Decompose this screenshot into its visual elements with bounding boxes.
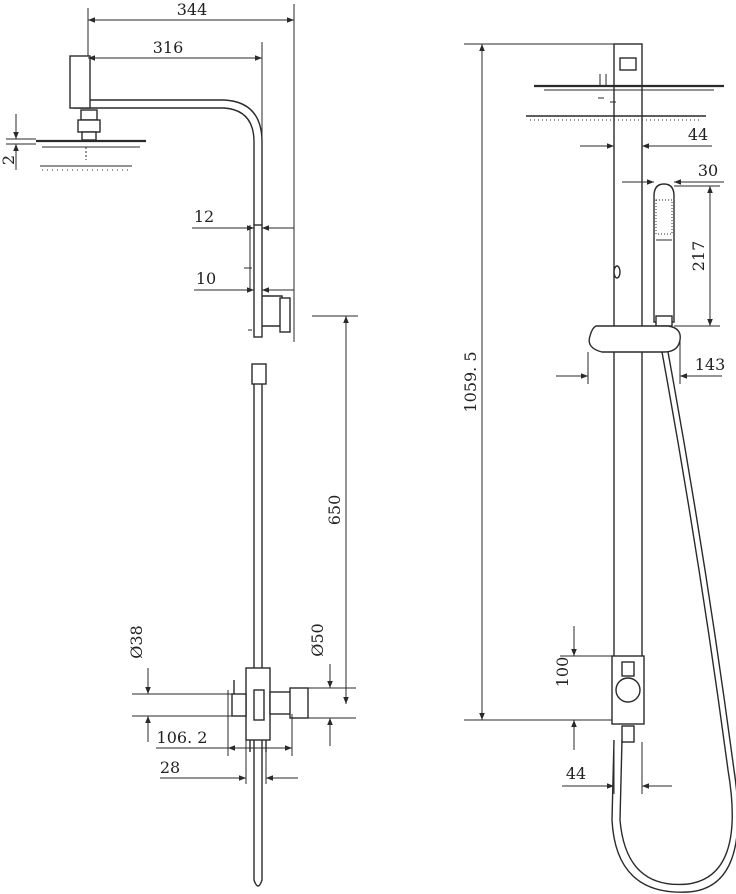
dim-344: 344 [87,0,295,342]
riser-lower [253,384,263,670]
side-view: 344 316 2 12 10 [0,0,358,887]
dim-2: 2 [0,114,36,170]
shower-head-front [526,74,724,121]
dim-28: 28 [160,740,298,784]
riser-upper [253,224,263,338]
mixer-side [231,667,309,752]
dim-106-2: 106. 2 [156,690,293,756]
dim-10-label: 10 [196,269,216,288]
shower-head-side [36,109,146,171]
dim-30-label: 30 [698,161,718,180]
shower-arm [73,100,255,225]
dim-44-top: 44 [580,125,712,149]
hose [619,351,733,886]
dim-344-label: 344 [177,0,208,19]
dim-217: 217 [674,185,720,327]
dim-30: 30 [622,161,724,185]
dim-2-label: 2 [0,155,18,165]
dim-316: 316 [88,38,263,225]
holder-slider-front [588,325,681,353]
dim-12: 12 [192,207,294,231]
dim-143-label: 143 [695,355,726,374]
dim-143: 143 [556,340,725,384]
dim-1059-5: 1059. 5 [461,43,614,721]
dim-1059-5-label: 1059. 5 [461,351,480,412]
diverter-connector [251,363,267,385]
dim-28-label: 28 [160,758,180,777]
dim-dia-50-label: Ø50 [308,623,327,656]
mixer-front [611,655,645,743]
dim-dia-38-label: Ø38 [127,625,146,658]
dim-100: 100 [553,626,612,750]
dim-dia-38: Ø38 [127,625,232,742]
dim-44-bottom-label: 44 [566,764,586,783]
dim-106-2-label: 106. 2 [157,728,208,747]
dim-100-label: 100 [553,657,572,688]
dim-217-label: 217 [689,241,708,272]
dim-dia-50: Ø50 [296,623,356,746]
arm-end-cap [69,55,91,109]
dim-316-label: 316 [153,38,184,57]
dim-650-label: 650 [325,495,344,526]
dim-44-bottom: 44 [562,742,672,794]
front-view: 1059. 5 44 30 217 143 [461,43,736,893]
holder-bracket [262,295,291,333]
dim-10: 10 [194,269,294,293]
dim-650: 650 [312,315,358,704]
hand-shower [653,183,675,327]
riser-front [613,86,643,660]
dim-12-label: 12 [194,207,214,226]
dim-44-top-label: 44 [688,125,708,144]
